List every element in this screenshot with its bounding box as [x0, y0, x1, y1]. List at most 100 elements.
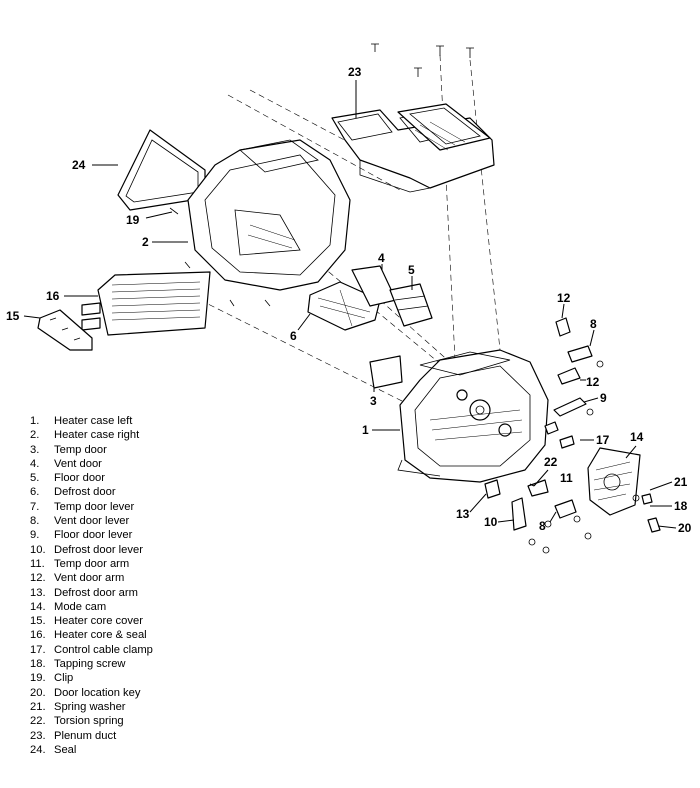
legend-label: Heater core cover	[54, 615, 143, 628]
callout-21: 21	[674, 475, 688, 489]
callout-12: 12	[586, 375, 600, 389]
legend-item: 8. Vent door lever	[30, 514, 153, 528]
callout-2: 2	[142, 235, 149, 249]
legend-label: Clip	[54, 672, 74, 685]
callout-10: 10	[484, 515, 498, 529]
callout-8: 8	[590, 317, 597, 331]
callout-6: 6	[290, 329, 297, 343]
legend-item: 6. Defrost door	[30, 485, 153, 499]
legend-label: Defrost door arm	[54, 586, 138, 599]
legend-item: 12. Vent door arm	[30, 571, 153, 585]
plenum-duct-drawing	[331, 43, 495, 193]
legend-label: Floor door lever	[54, 529, 133, 542]
legend-label: Vent door lever	[54, 515, 130, 528]
legend-label: Door location key	[54, 686, 141, 699]
legend-number: 12.	[30, 572, 46, 585]
legend-label: Tapping screw	[54, 658, 126, 671]
legend-item: 3. Temp door	[30, 443, 153, 457]
legend-label: Temp door lever	[54, 500, 135, 513]
legend-item: 23. Plenum duct	[30, 729, 153, 743]
callout-14: 14	[630, 430, 644, 444]
callout-16: 16	[46, 289, 60, 303]
legend-label: Heater case right	[54, 429, 140, 442]
legend-item: 5.Floor door	[30, 471, 153, 485]
lever-and-arm-parts-drawing	[484, 317, 661, 554]
legend-item: 9. Floor door lever	[30, 528, 153, 542]
heater-case-left-drawing	[397, 349, 549, 483]
legend-item: 7. Temp door lever	[30, 500, 153, 514]
callout-20: 20	[678, 521, 692, 535]
legend-number: 19.	[30, 672, 46, 685]
legend-label: Seal	[54, 743, 77, 756]
legend-item: 11.Temp door arm	[30, 557, 153, 571]
legend-number: 9.	[30, 529, 40, 542]
legend-number: 20.	[30, 686, 46, 699]
legend-number: 2.	[30, 429, 40, 442]
legend-number: 22.	[30, 715, 46, 728]
callout-15: 15	[6, 309, 20, 323]
legend-label: Mode cam	[54, 600, 107, 613]
legend-number: 16.	[30, 629, 46, 642]
callout-12: 12	[557, 291, 571, 305]
heater-core-drawing	[81, 271, 211, 336]
callout-17: 17	[596, 433, 610, 447]
legend-label: Vent door	[54, 457, 102, 470]
legend-label: Vent door arm	[54, 572, 125, 585]
heater-case-right-drawing	[169, 139, 351, 307]
legend-number: 23.	[30, 729, 46, 742]
legend-item: 13. Defrost door arm	[30, 586, 153, 600]
legend-item: 20. Door location key	[30, 686, 153, 700]
legend-number: 6.	[30, 486, 40, 499]
callout-19: 19	[126, 213, 140, 227]
legend-number: 8.	[30, 515, 40, 528]
legend-item: 10. Defrost door lever	[30, 543, 153, 557]
legend-label: Heater core & seal	[54, 629, 147, 642]
legend-number: 17.	[30, 643, 46, 656]
doors-drawing	[307, 265, 433, 389]
legend-item: 17. Control cable clamp	[30, 643, 153, 657]
legend-number: 4.	[30, 457, 40, 470]
legend-number: 21.	[30, 700, 46, 713]
legend-number: 13.	[30, 586, 46, 599]
legend-number: 14.	[30, 600, 46, 613]
legend-number: 24.	[30, 743, 46, 756]
legend-label: Defrost door lever	[54, 543, 143, 556]
legend-item: 22. Torsion spring	[30, 714, 153, 728]
legend-item: 2. Heater case right	[30, 428, 153, 442]
legend-number: 1.	[30, 415, 40, 427]
legend-label: Spring washer	[54, 700, 126, 713]
legend-item: 18. Tapping screw	[30, 657, 153, 671]
legend-item: 15. Heater core cover	[30, 614, 153, 628]
legend-number: 15.	[30, 615, 46, 628]
leader-lines	[23, 80, 677, 529]
legend-label: Torsion spring	[54, 715, 124, 728]
legend-number: 3.	[30, 443, 40, 456]
callout-labels: 23 24 19 2 16 15 4 5 6 12 8 12 9 3 1 17 …	[6, 65, 692, 535]
legend-number: 7.	[30, 500, 40, 513]
legend-label: Temp door arm	[54, 557, 130, 570]
legend-number: 10.	[30, 543, 46, 556]
legend-item: 21. Spring washer	[30, 700, 153, 714]
heater-core-cover-drawing	[37, 309, 93, 351]
legend-item: 16. Heater core & seal	[30, 628, 153, 642]
legend-label: Heater case left	[54, 415, 133, 427]
callout-22: 22	[544, 455, 558, 469]
legend-label: Defrost door	[54, 486, 116, 499]
mode-cam-drawing	[587, 447, 641, 516]
legend-item: 14. Mode cam	[30, 600, 153, 614]
legend-label: Plenum duct	[54, 729, 117, 742]
callout-11: 11	[560, 471, 573, 485]
legend-item: 24. Seal	[30, 743, 153, 757]
legend-label: Temp door	[54, 443, 107, 456]
callout-3: 3	[370, 394, 377, 408]
callout-9: 9	[600, 391, 607, 405]
legend-number: 5.	[30, 472, 40, 485]
callout-4: 4	[378, 251, 385, 265]
legend-number: 18.	[30, 658, 46, 671]
callout-24: 24	[72, 158, 86, 172]
callout-5: 5	[408, 263, 415, 277]
legend-item: 19. Clip	[30, 671, 153, 685]
callout-8: 8	[539, 519, 546, 533]
legend-label: Control cable clamp	[54, 643, 153, 656]
parts-legend: 1. Heater case left 2. Heater case right 3. T…	[30, 414, 153, 757]
